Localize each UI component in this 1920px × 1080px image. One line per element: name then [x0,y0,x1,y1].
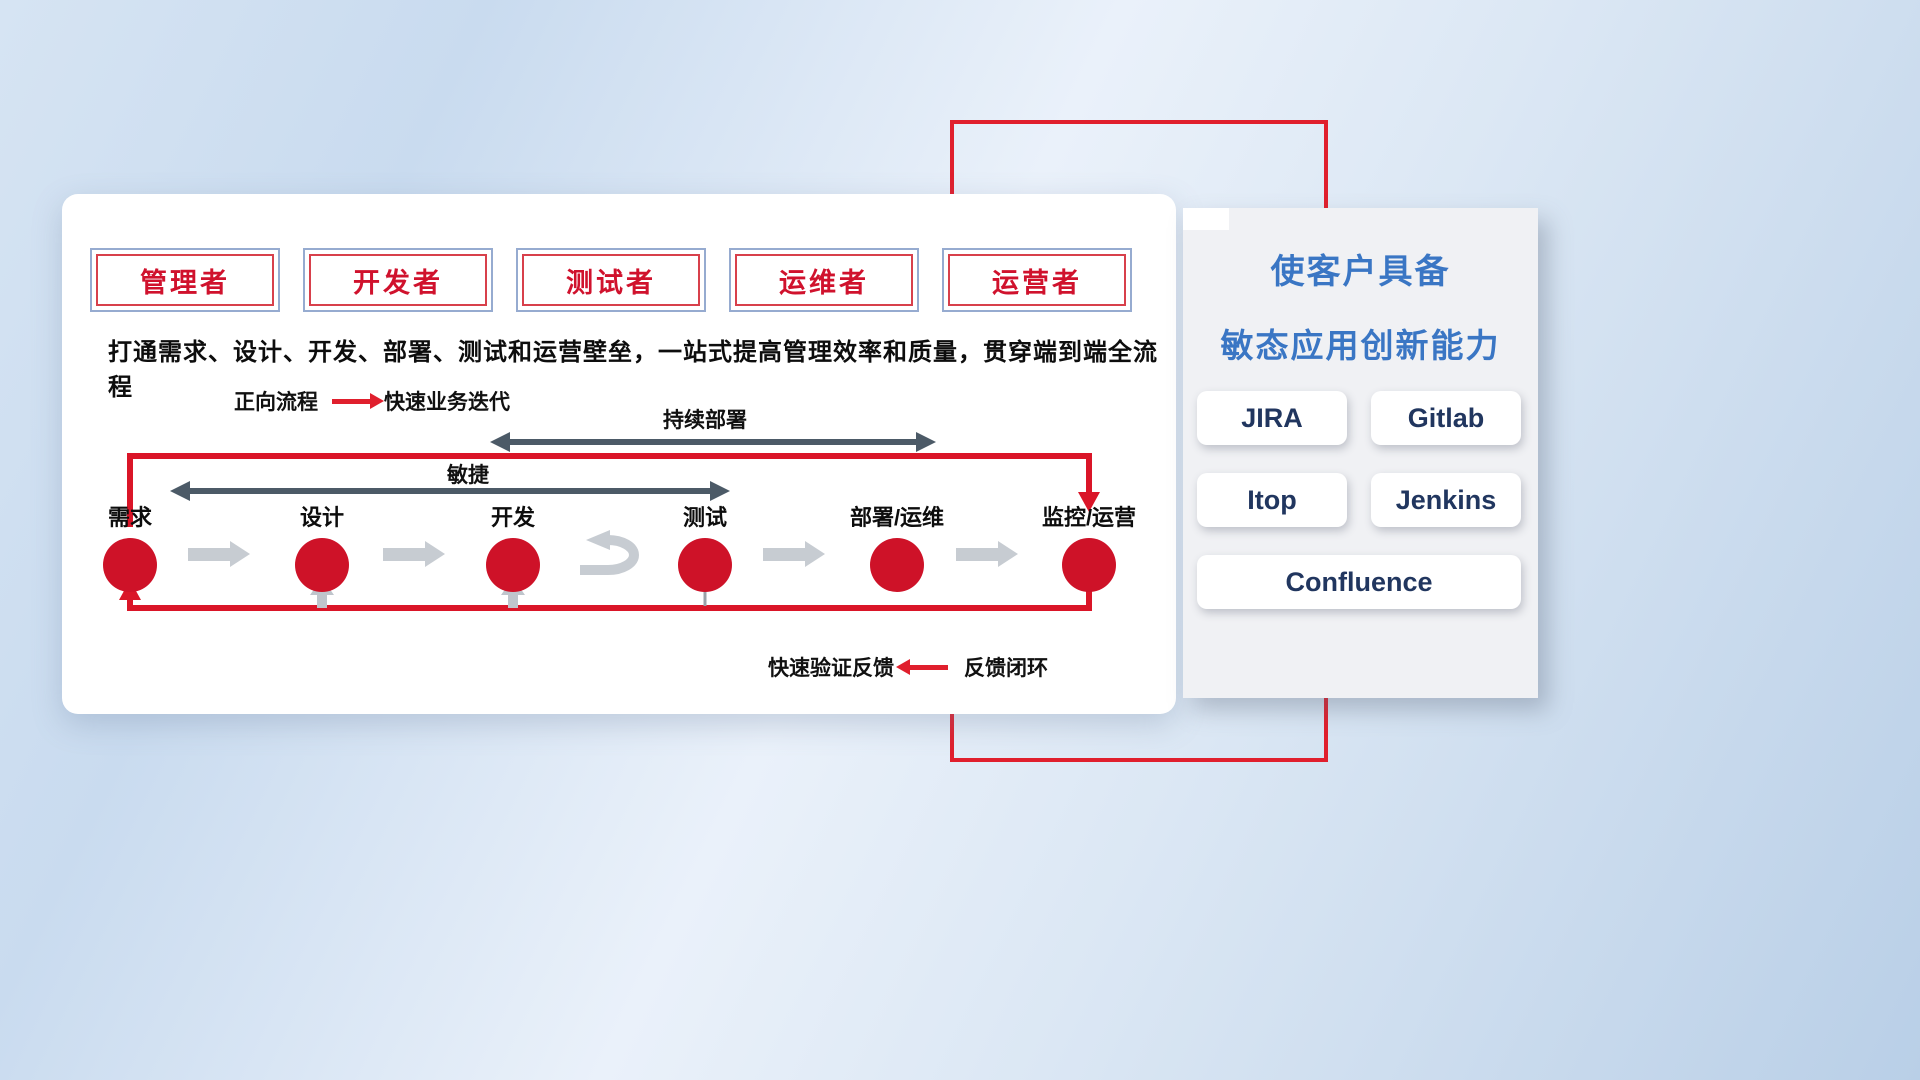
tool-badges: JIRA Gitlab Itop Jenkins Confluence [1197,391,1524,609]
flow-node-circle [486,538,540,592]
flow-node-develop: 开发 [438,500,588,592]
role-label: 开发者 [309,254,487,306]
flow-node-circle [1062,538,1116,592]
flow-lines-graphic [119,432,1100,611]
flow-node-design: 设计 [247,500,397,592]
continuous-deployment-label: 持续部署 [663,409,747,432]
feedback-legend-caption: 快速验证反馈 [768,657,894,680]
tool-jira: JIRA [1197,391,1347,445]
flow-node-monitor-operation: 监控/运营 [1014,500,1164,592]
devops-flow-card: 管理者 开发者 测试者 运维者 运营者 打通需求、设计、开发、部署、测试和运营壁… [62,194,1176,714]
role-boxes-row: 管理者 开发者 测试者 运维者 运营者 [90,248,1132,312]
process-description: 打通需求、设计、开发、部署、测试和运营壁垒，一站式提高管理效率和质量，贯穿端到端… [108,339,1158,401]
flow-step-arrow-icon [763,541,825,567]
role-box-developer: 开发者 [303,248,493,312]
flow-node-requirements: 需求 [55,500,205,592]
forward-loop-line [127,453,1092,527]
feedback-legend-label: 反馈闭环 [964,657,1048,680]
tool-jenkins: Jenkins [1371,473,1521,527]
flow-node-circle [870,538,924,592]
panel-title-line1: 使客户具备 [1270,253,1451,291]
riser-arrow-icon [508,593,518,608]
span-arrowhead-icon [170,481,190,501]
flow-node-label: 需求 [107,505,152,530]
tool-gitlab: Gitlab [1371,391,1521,445]
iteration-loop-icon [580,530,639,575]
flow-node-deploy-ops: 部署/运维 [822,500,972,592]
feedback-legend: 快速验证反馈 反馈闭环 [768,652,1048,682]
span-arrowhead-icon [710,481,730,501]
panel-title-line2: 敏态应用创新能力 [1220,327,1501,364]
span-arrowhead-icon [916,432,936,452]
flow-node-label: 监控/运营 [1041,505,1137,530]
role-label: 运维者 [735,254,913,306]
feedback-arrow-icon [896,658,948,675]
role-label: 测试者 [522,254,700,306]
flow-node-label: 测试 [682,505,727,530]
flow-node-test: 测试 [630,500,780,592]
flow-node-circle [295,538,349,592]
forward-legend-caption: 快速业务迭代 [384,391,510,414]
riser-arrow-icon [317,593,327,608]
span-arrowhead-icon [490,432,510,452]
flow-node-label: 部署/运维 [849,505,945,530]
role-box-manager: 管理者 [90,248,280,312]
forward-legend-label: 正向流程 [234,391,318,414]
role-box-ops: 运维者 [729,248,919,312]
flow-node-label: 开发 [490,505,535,530]
feedback-loop-line [127,580,1092,611]
forward-loop-arrowhead-icon [1078,492,1100,512]
role-box-operator: 运营者 [942,248,1132,312]
forward-legend: 正向流程 快速业务迭代 [234,386,510,416]
flow-node-circle [103,538,157,592]
panel-corner-decoration [1183,208,1229,230]
forward-arrow-icon [332,392,384,409]
tool-confluence: Confluence [1197,555,1521,609]
agile-label: 敏捷 [447,464,489,487]
role-label: 管理者 [96,254,274,306]
tool-itop: Itop [1197,473,1347,527]
capability-panel: 使客户具备 敏态应用创新能力 JIRA Gitlab Itop Jenkins … [1183,208,1538,698]
flow-node-circle [678,538,732,592]
flow-node-label: 设计 [299,505,344,530]
role-label: 运营者 [948,254,1126,306]
role-box-tester: 测试者 [516,248,706,312]
flow-step-arrow-icon [188,541,250,567]
flow-step-arrow-icon [383,541,445,567]
flow-step-arrow-icon [956,541,1018,567]
